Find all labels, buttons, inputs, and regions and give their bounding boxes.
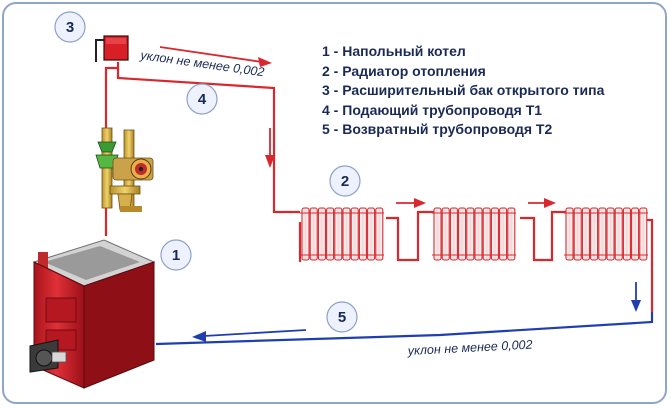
radiator-section [367, 207, 376, 261]
radiator-section [326, 207, 335, 261]
legend-item-4: 4 - Подающий трубопроводя Т1 [322, 101, 543, 118]
flow-arrow-radiator-2 [528, 198, 556, 208]
radiator-section [301, 207, 310, 261]
boiler-icon [29, 239, 156, 389]
legend-item-5: 5 - Возвратный трубопроводя Т2 [322, 121, 553, 137]
callout-tank: 3 [54, 11, 86, 43]
radiator-section [565, 207, 574, 261]
callout-radiators: 2 [329, 165, 361, 197]
radiator-section [309, 207, 318, 261]
radiator-section [590, 207, 599, 261]
radiator-section [342, 207, 351, 261]
flow-arrow-return [192, 329, 307, 342]
radiator-section [433, 207, 442, 261]
radiator-section [622, 207, 631, 261]
return-slope-label: уклон не менее 0,002 [406, 337, 532, 358]
radiator-section [482, 207, 491, 261]
callout-supply: 4 [186, 83, 218, 115]
radiator-section [639, 207, 648, 261]
svg-text:5: 5 [338, 309, 346, 326]
radiator-section [606, 207, 615, 261]
callout-return: 5 [326, 301, 358, 333]
radiator-section [573, 207, 582, 261]
legend: 1 - Напольный котел 2 - Радиатор отоплен… [322, 42, 604, 140]
radiator-section [375, 207, 384, 261]
radiator-section [490, 207, 499, 261]
radiator-section [466, 207, 475, 261]
radiator-1 [300, 207, 384, 261]
flow-arrow-return-down [631, 282, 641, 312]
radiator-section [474, 207, 483, 261]
flow-arrow-radiator-1 [396, 198, 426, 208]
return-pipe [155, 312, 654, 346]
radiator-section [507, 207, 516, 261]
radiator-section [598, 207, 607, 261]
expansion-tank [95, 35, 129, 62]
flow-arrow-supply-top [159, 46, 272, 67]
flow-arrow-supply-down [265, 128, 275, 168]
radiator-section [614, 207, 623, 261]
svg-text:1: 1 [172, 247, 180, 264]
radiator-section [449, 207, 458, 261]
radiator-section [334, 207, 343, 261]
radiator-3 [564, 207, 648, 261]
legend-item-3: 3 - Расширительный бак открытого типа [322, 82, 605, 98]
svg-text:3: 3 [66, 19, 74, 36]
callout-boiler: 1 [160, 239, 192, 271]
radiator-section [358, 207, 367, 261]
legend-item-2: 2 - Радиатор отопления [322, 62, 486, 79]
svg-text:4: 4 [198, 91, 207, 108]
radiator-section [441, 207, 450, 261]
svg-text:2: 2 [341, 173, 349, 190]
radiator-section [317, 207, 326, 261]
pump-group-icon [95, 127, 154, 212]
legend-item-1: 1 - Напольный котел [322, 43, 466, 59]
radiator-section [499, 207, 508, 261]
radiator-section [581, 207, 590, 261]
radiator-section [631, 207, 640, 261]
radiator-2 [432, 207, 516, 261]
radiator-section [350, 207, 359, 261]
radiator-section [458, 207, 467, 261]
